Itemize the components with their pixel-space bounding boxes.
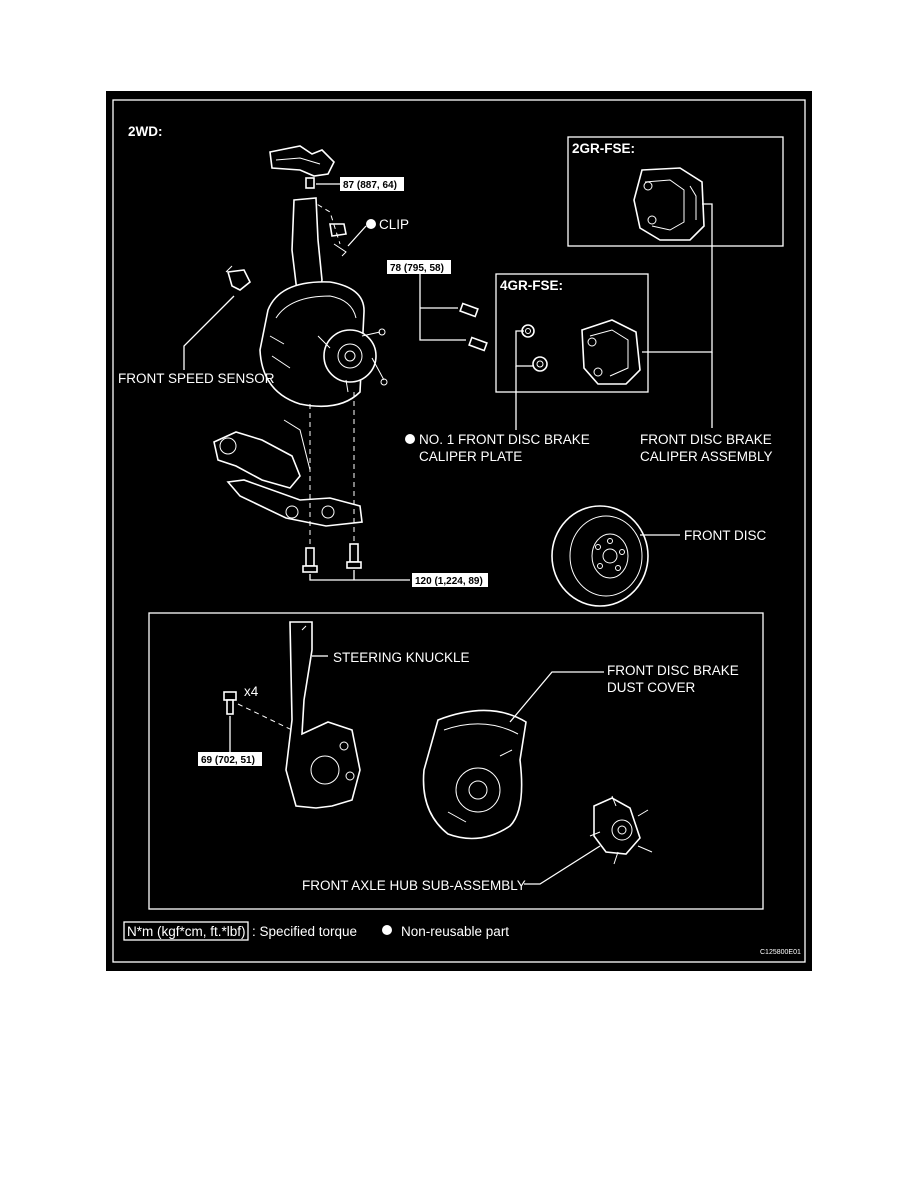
front-disc-label: FRONT DISC <box>684 528 767 543</box>
nut-and-clip <box>329 223 347 257</box>
axle-hub-drawing <box>589 795 653 865</box>
section-heading: 2WD: <box>128 124 163 139</box>
legend-unit-box <box>123 921 249 941</box>
knuckle-assembly-drawing <box>259 197 388 408</box>
torque-ball-joint: 120 (1,224, 89) <box>415 576 483 587</box>
axle-hub-label: FRONT AXLE HUB SUB-ASSEMBLY <box>302 878 526 893</box>
torque-upper-arm: 87 (887, 64) <box>343 180 397 191</box>
dust-cover-drawing <box>422 709 527 840</box>
front-speed-sensor-label: FRONT SPEED SENSOR <box>118 371 275 386</box>
figure-code: C125800E01 <box>760 949 801 956</box>
clip-label: CLIP <box>379 217 409 232</box>
caliper-bolts <box>459 302 488 352</box>
variant-label-2gr: 2GR-FSE: <box>572 141 635 156</box>
steering-knuckle-label: STEERING KNUCKLE <box>333 650 470 665</box>
torque-box-hub-bolts <box>198 752 262 766</box>
variant-label-4gr: 4GR-FSE: <box>500 278 563 293</box>
caliper-plate-drawings <box>521 324 548 372</box>
speed-sensor-drawing <box>225 265 252 291</box>
torque-caliper: 78 (795, 58) <box>390 263 444 274</box>
non-reusable-marker-clip <box>366 219 376 229</box>
front-disc-drawing <box>551 505 649 607</box>
non-reusable-marker-plate <box>405 434 415 444</box>
caliper-plate-label-line1: NO. 1 FRONT DISC BRAKE <box>419 432 590 447</box>
torque-box-caliper <box>387 260 451 274</box>
lower-arm-drawing <box>213 419 363 527</box>
non-reusable-legend-marker <box>382 925 392 935</box>
steering-knuckle-drawing <box>285 621 361 809</box>
bolt-count: x4 <box>244 684 259 699</box>
legend-specified-torque: : Specified torque <box>252 924 357 939</box>
variant-box-2gr <box>567 136 784 247</box>
diagram-inner-frame <box>112 99 806 963</box>
variant-box-4gr <box>495 273 649 393</box>
caliper-assembly-label-line1: FRONT DISC BRAKE <box>640 432 772 447</box>
ball-joint-bolts <box>302 543 362 573</box>
caliper-assembly-label-line2: CALIPER ASSEMBLY <box>640 449 773 464</box>
caliper-plate-label-line2: CALIPER PLATE <box>419 449 522 464</box>
hub-bolt-drawing <box>223 691 237 715</box>
dust-cover-label-line1: FRONT DISC BRAKE <box>607 663 739 678</box>
torque-hub-bolts: 69 (702, 51) <box>201 755 255 766</box>
torque-box-upper-arm <box>340 177 404 191</box>
caliper-4gr-drawing <box>581 319 641 385</box>
upper-arm-drawing <box>269 145 335 189</box>
legend-non-reusable: Non-reusable part <box>401 924 509 939</box>
detail-box <box>148 612 764 910</box>
dust-cover-label-line2: DUST COVER <box>607 680 696 695</box>
caliper-2gr-drawing <box>633 167 705 241</box>
torque-box-ball-joint <box>412 573 488 587</box>
legend-unit: N*m (kgf*cm, ft.*lbf) <box>127 924 246 939</box>
